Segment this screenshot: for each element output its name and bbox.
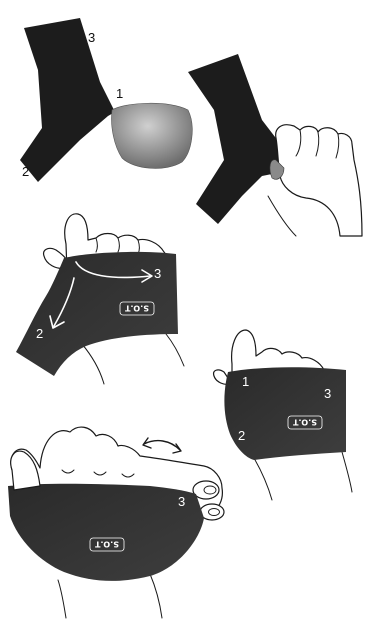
- step4-label-3: 3: [324, 386, 331, 401]
- step1-label-3: 3: [88, 30, 95, 45]
- step4-panel: 1 3 2 S.O.T: [214, 330, 352, 500]
- step5-forearm-right: [150, 574, 162, 618]
- step4-label-2: 2: [238, 428, 245, 443]
- logo-step3-text: S.O.T: [124, 304, 148, 313]
- step4-forearm-right: [342, 452, 352, 492]
- step5-panel: 3 S.O.T: [8, 427, 224, 618]
- logo-step4: S.O.T: [288, 416, 322, 429]
- strap-step5: [8, 484, 204, 581]
- strap-held: [188, 54, 285, 224]
- logo-step5-text: S.O.T: [94, 540, 118, 549]
- step1-label-2: 2: [22, 164, 29, 179]
- step3-label-2: 2: [36, 326, 43, 341]
- step3-label-3: 3: [154, 266, 161, 281]
- step3-forearm-right: [166, 334, 184, 366]
- thumb-step5: [11, 451, 40, 490]
- step4-forearm-left: [254, 458, 272, 500]
- step3-forearm-left: [82, 344, 104, 384]
- motion-arrow-step5: [143, 438, 181, 453]
- step1-label-1: 1: [116, 86, 123, 101]
- logo-step3: S.O.T: [120, 302, 154, 315]
- logo-step5: S.O.T: [90, 538, 124, 551]
- step5-forearm-left: [58, 580, 66, 618]
- step1-panel: 1 2 3: [20, 18, 192, 182]
- step4-label-1: 1: [242, 374, 249, 389]
- strap-flat: [20, 18, 115, 182]
- pad: [111, 103, 192, 168]
- step3-panel: 3 2 S.O.T: [16, 214, 184, 384]
- logo-step4-text: S.O.T: [292, 418, 316, 427]
- step2-panel: [188, 54, 362, 236]
- step5-label-3: 3: [178, 494, 185, 509]
- hand-step2-wrist: [268, 196, 296, 236]
- finger-tip-1: [193, 481, 219, 499]
